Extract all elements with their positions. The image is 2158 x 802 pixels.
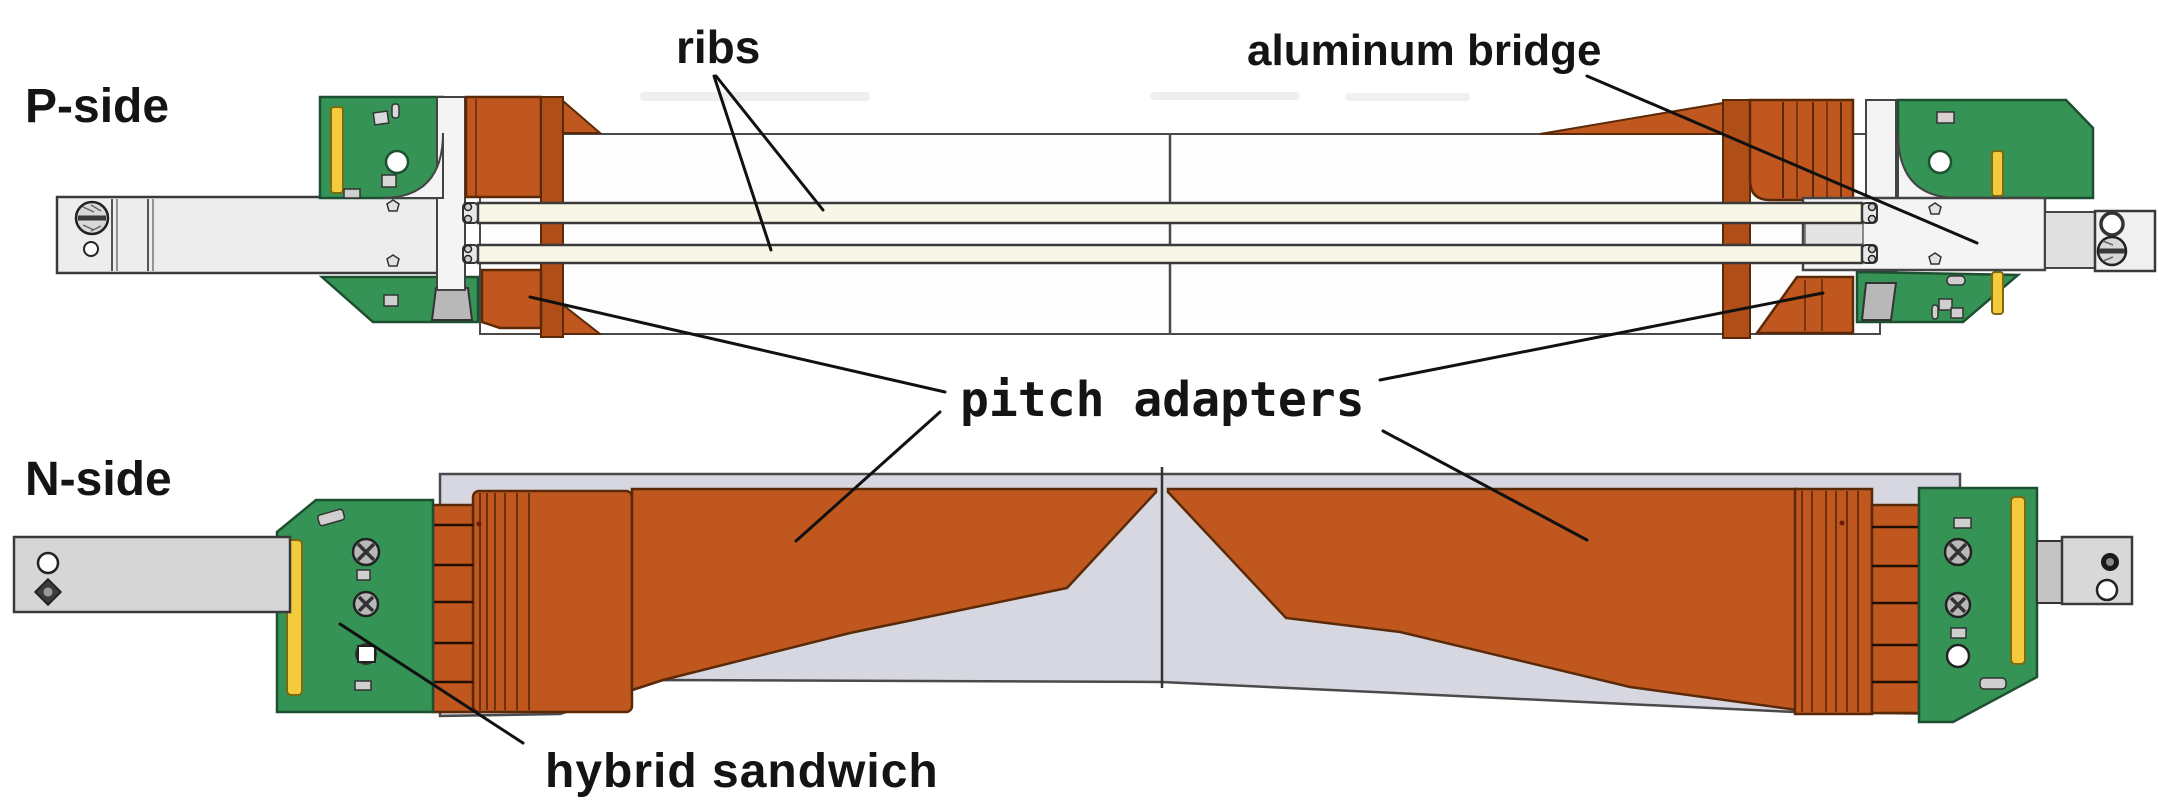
- pitch-adapter-bottom-left: [480, 268, 543, 330]
- yellow-connector-strip: [2010, 496, 2026, 665]
- n-side-right-hybrid: [1917, 486, 2039, 724]
- ribs-label: ribs: [676, 21, 760, 73]
- pitch-adapter-wedge: [562, 302, 603, 335]
- scan-artifact: [1150, 92, 1300, 100]
- pcb-pad: [356, 569, 371, 581]
- aluminum-bridge-leader-line: [1585, 74, 1979, 245]
- pcb-pad: [1931, 304, 1939, 320]
- kapton-dot: [1839, 520, 1845, 526]
- scan-artifact: [640, 92, 870, 101]
- pcb-pad: [1938, 298, 1953, 311]
- pitch-adapter-stack-right: [1793, 487, 1874, 716]
- rib-bolt: [463, 202, 473, 212]
- pitch-adapters-leader-lower-right: [1381, 429, 1589, 542]
- pcb-hole: [1927, 149, 1953, 175]
- hybrid-pcb-bottom-right: [1855, 270, 2022, 324]
- rib-bolt: [1867, 202, 1877, 212]
- pitch-adapters-label: pitch adapters: [960, 372, 1365, 428]
- bridge-rivet: [386, 254, 400, 267]
- p-side-view: [55, 92, 2157, 339]
- aluminum-bridge-label: aluminum bridge: [1247, 26, 1601, 75]
- n-side-label: N-side: [25, 453, 172, 506]
- n-side-left-arm: [12, 535, 292, 614]
- kapton-dot: [476, 521, 482, 527]
- yellow-connector-strip: [1991, 271, 2004, 315]
- pcb-pad: [1953, 517, 1972, 529]
- bridge-neck: [2044, 211, 2096, 269]
- pcb-pad: [343, 188, 361, 199]
- pcb-pad: [391, 103, 400, 119]
- pitch-adapter-wedge: [562, 98, 603, 134]
- hybrid-sandwich-label: hybrid sandwich: [545, 745, 939, 798]
- alignment-hole: [36, 551, 60, 575]
- bridge-rivet: [1928, 202, 1942, 215]
- ribs-group: [462, 201, 1878, 265]
- ribs-leader-line-1: [714, 74, 825, 212]
- rib-bottom: [476, 243, 1864, 265]
- bridge-rivet: [1928, 252, 1942, 265]
- rib-bolt: [1867, 244, 1877, 254]
- pcb-pad: [354, 680, 372, 691]
- pitch-adapter-wedge-long: [1539, 101, 1724, 135]
- locating-diamond-center: [43, 587, 53, 597]
- pcb-hole: [384, 149, 410, 175]
- pitch-adapter-top-left: [464, 95, 543, 199]
- pcb-pad: [383, 294, 399, 307]
- p-side-label: P-side: [25, 80, 169, 133]
- bridge-foot: [1860, 282, 1898, 321]
- pcb-pad: [1936, 111, 1955, 124]
- pcb-pad: [372, 110, 390, 126]
- pcb-hole: [1945, 643, 1971, 669]
- pcb-pad-white: [357, 645, 376, 663]
- pcb-pad: [1979, 677, 2007, 690]
- ribs-leader-line-2: [712, 74, 773, 252]
- pitch-adapter-top-right: [1748, 98, 1855, 202]
- n-side-view: [12, 467, 2134, 724]
- pcb-pad: [1946, 275, 1966, 286]
- pitch-adapter-stack-left: [471, 489, 634, 714]
- n-side-right-fingers: [1870, 503, 1921, 715]
- rib-bolt: [463, 254, 473, 264]
- bridge-rivet: [386, 199, 400, 212]
- n-side-left-hybrid: [275, 498, 435, 714]
- rib-top: [476, 201, 1864, 225]
- pcb-pad: [381, 174, 397, 188]
- pcb-pad: [317, 508, 346, 527]
- pcb-pad: [1950, 307, 1964, 319]
- scan-artifact: [1345, 93, 1470, 101]
- alignment-hole: [2095, 578, 2119, 602]
- rib-bolt: [463, 214, 473, 224]
- kapton-fanout-left: [630, 487, 1158, 692]
- hybrid-sandwich-leader-line: [338, 622, 525, 745]
- pitch-adapters-leader-lower-left: [794, 410, 942, 543]
- p-side-sensor: [479, 133, 1881, 335]
- bridge-fillet: [381, 132, 444, 199]
- aluminum-bridge-left-column: [436, 96, 466, 291]
- bridge-foot: [430, 287, 474, 321]
- yellow-connector-strip: [330, 106, 344, 194]
- rib-bolt: [1867, 214, 1877, 224]
- pitch-adapters-leader-upper-right: [1378, 291, 1825, 382]
- pitch-adapters-leader-upper-left: [528, 295, 947, 394]
- rib-bolt: [1867, 254, 1877, 264]
- alignment-hole: [2099, 211, 2125, 237]
- fastener-hole-center: [2106, 558, 2114, 566]
- leader-lines: [338, 74, 1979, 745]
- n-side-right-arm: [2036, 535, 2134, 606]
- alignment-hole: [83, 241, 99, 257]
- rib-bolt: [463, 244, 473, 254]
- p-side-left-end: [318, 95, 603, 338]
- yellow-connector-strip: [1991, 150, 2004, 197]
- p-side-left-arm: [55, 195, 442, 275]
- pcb-pad: [1950, 627, 1967, 639]
- n-side-left-fingers: [431, 503, 475, 714]
